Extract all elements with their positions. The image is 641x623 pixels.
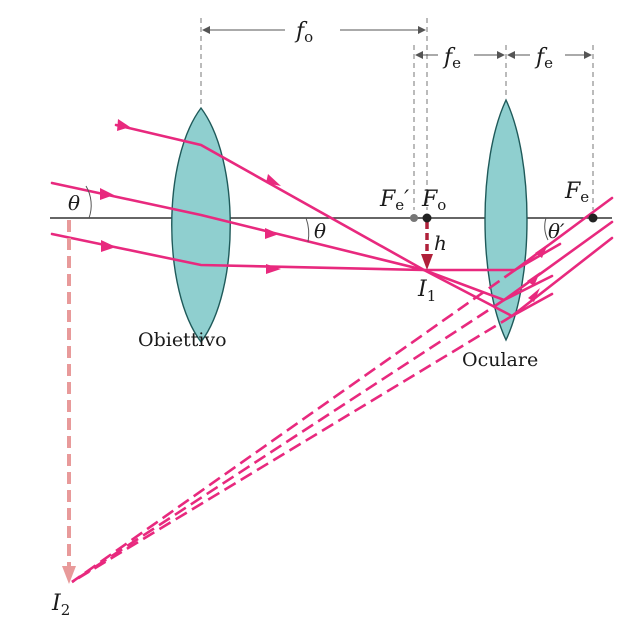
ray-arrow-8 <box>527 272 540 286</box>
focal-point-fe-prime <box>410 214 418 222</box>
virtual-ray-2 <box>71 298 505 584</box>
ray-paths <box>50 119 614 318</box>
dimension-lines <box>200 18 594 210</box>
label-theta-left: θ <box>68 191 80 215</box>
theta-left-arc <box>85 185 92 219</box>
eyepiece-lens <box>484 98 528 342</box>
ray-arrow-1 <box>117 119 130 131</box>
theta-prime-arc <box>544 217 549 241</box>
ray-emerge-1 <box>510 236 614 318</box>
ray-arrow-4 <box>266 174 281 186</box>
ray-bottom <box>50 232 562 272</box>
objective-lens <box>171 106 231 344</box>
label-fe-point: Fe <box>564 179 589 206</box>
label-fe-1: fe <box>442 45 461 72</box>
label-eyepiece: Oculare <box>462 349 538 371</box>
label-I2: I2 <box>51 591 70 619</box>
label-objective: Obiettivo <box>138 329 227 351</box>
focal-point-fo <box>422 213 432 223</box>
theta-mid-arc <box>305 217 310 243</box>
ray-emerge-2 <box>502 220 614 302</box>
ray-arrow-6 <box>266 264 281 274</box>
label-h: h <box>434 231 447 255</box>
label-I1: I1 <box>417 277 436 305</box>
ray-arrow-3 <box>101 240 116 252</box>
ray-emerge-3 <box>513 196 614 272</box>
virtual-ray-3 <box>71 268 516 584</box>
image-I2-arrowhead <box>62 566 76 584</box>
ray-arrow-7 <box>528 288 540 302</box>
label-fo: fo <box>294 19 313 46</box>
virtual-ray-1 <box>71 314 513 584</box>
label-fe-2: fe <box>534 45 553 72</box>
ray-arrow-5 <box>265 228 279 239</box>
virtual-rays <box>71 268 516 584</box>
focal-point-fe <box>588 213 598 223</box>
ray-arrow-2 <box>100 188 114 200</box>
label-theta-prime: θ′ <box>548 219 565 243</box>
image-I1-arrowhead <box>421 254 433 270</box>
ray-arrow-9 <box>535 244 548 258</box>
label-theta-mid: θ <box>314 219 326 243</box>
label-fe-prime: Fe′ <box>379 187 409 214</box>
label-fo-point: Fo <box>421 187 446 214</box>
